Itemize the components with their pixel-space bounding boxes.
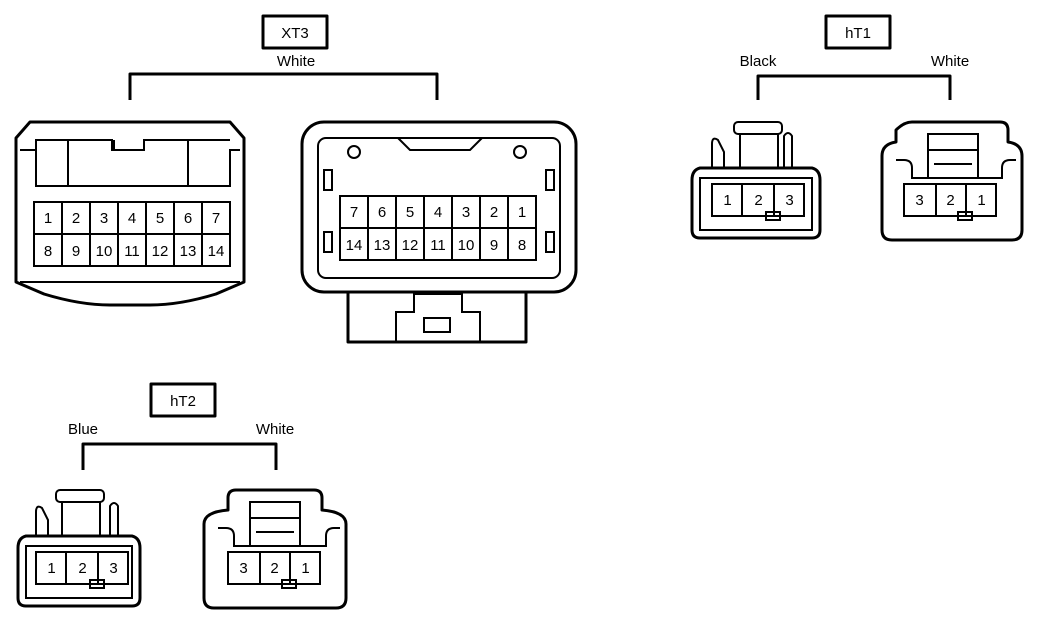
ht1-left-pin-1: 1 (723, 192, 731, 209)
xt3-left-pin-11: 11 (124, 243, 140, 260)
xt3-right-pin-3: 3 (462, 204, 470, 221)
ht2-bracket (81, 442, 278, 470)
xt3-right-pin-1: 1 (518, 204, 526, 221)
ht2-left-color-label: Blue (68, 421, 98, 438)
ht2-left-pin-2: 2 (78, 560, 86, 577)
ht2-right-pin-2: 2 (270, 560, 278, 577)
ht2-left-pin-3: 3 (109, 560, 117, 577)
ht2-right-pin-3: 3 (239, 560, 247, 577)
xt3-right-pin-4: 4 (434, 204, 442, 221)
xt3-right-pin-13: 13 (374, 237, 391, 254)
xt3-right-pin-7: 7 (350, 204, 358, 221)
ht1-left-connector: 1 2 3 (690, 121, 822, 240)
xt3-left-pin-6: 6 (184, 210, 192, 227)
ht1-id-box (824, 14, 892, 50)
xt3-left-pin-5: 5 (156, 210, 164, 227)
ht2-right-pin-1: 1 (301, 560, 309, 577)
xt3-left-pin-13: 13 (180, 243, 197, 260)
xt3-right-pin-12: 12 (402, 237, 419, 254)
ht1-bracket (756, 74, 952, 100)
xt3-left-pin-7: 7 (212, 210, 220, 227)
xt3-right-pin-2: 2 (490, 204, 498, 221)
ht1-right-pin-1: 1 (977, 192, 985, 209)
xt3-left-pin-10: 10 (96, 243, 113, 260)
xt3-left-pin-12: 12 (152, 243, 169, 260)
xt3-id-box (261, 14, 329, 50)
xt3-right-pin-10: 10 (458, 237, 475, 254)
ht1-right-pin-2: 2 (946, 192, 954, 209)
xt3-left-pin-1: 1 (44, 210, 52, 227)
xt3-left-pin-14: 14 (208, 243, 225, 260)
ht2-id-label: hT2 (170, 393, 196, 410)
xt3-left-pin-3: 3 (100, 210, 108, 227)
xt3-left-pin-8: 8 (44, 243, 52, 260)
xt3-bracket (128, 72, 439, 100)
xt3-left-pin-4: 4 (128, 210, 136, 227)
ht2-id-box (149, 382, 217, 418)
xt3-right-pin-11: 11 (430, 237, 446, 254)
ht2-group: hT2 Blue White 1 2 3 3 2 1 (16, 382, 348, 610)
ht1-right-pin-3: 3 (915, 192, 923, 209)
xt3-right-pin-6: 6 (378, 204, 386, 221)
xt3-right-pin-5: 5 (406, 204, 414, 221)
xt3-right-pin-8: 8 (518, 237, 526, 254)
ht2-left-pin-1: 1 (47, 560, 55, 577)
ht1-left-color-label: Black (740, 53, 777, 70)
ht1-right-connector: 3 2 1 (880, 120, 1024, 242)
ht2-right-color-label: White (256, 421, 294, 438)
ht1-group: hT1 Black White 1 2 3 3 2 (690, 14, 1024, 242)
ht1-id-label: hT1 (845, 25, 871, 42)
ht1-left-pin-3: 3 (785, 192, 793, 209)
xt3-right-pin-14: 14 (346, 237, 363, 254)
xt3-right-connector: 7 6 5 4 3 2 1 14 13 12 11 10 9 8 (300, 120, 578, 344)
xt3-id-label: XT3 (281, 25, 309, 42)
ht2-right-connector: 3 2 1 (202, 488, 348, 610)
xt3-left-pin-2: 2 (72, 210, 80, 227)
ht1-left-pin-2: 2 (754, 192, 762, 209)
xt3-right-pin-9: 9 (490, 237, 498, 254)
xt3-left-pin-9: 9 (72, 243, 80, 260)
ht2-left-connector: 1 2 3 (16, 489, 142, 608)
xt3-color-label: White (277, 53, 315, 70)
ht1-right-color-label: White (931, 53, 969, 70)
